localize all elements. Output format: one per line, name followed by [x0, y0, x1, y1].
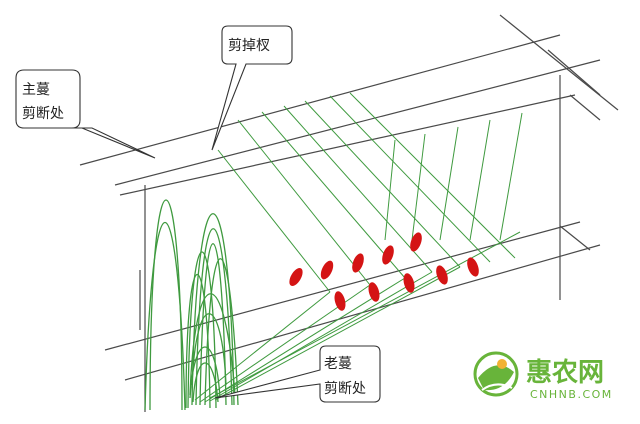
fruit: [410, 232, 422, 252]
top-wire-mid: [114, 59, 601, 186]
fruit: [320, 260, 334, 280]
bottom-right-connector: [559, 225, 591, 251]
fruit-cluster: [289, 232, 479, 311]
corner-diagonal: [547, 49, 601, 96]
top-wire-back: [79, 34, 561, 166]
upright-vines: [384, 112, 523, 241]
fruit: [403, 273, 415, 293]
fruit: [467, 257, 479, 277]
callout-prune-branch: 剪掉杈: [211, 25, 293, 151]
main-vine-cut-line1: 主蔓: [22, 82, 50, 98]
top-right-diagonal: [499, 14, 619, 111]
main-vine-arches: [144, 199, 239, 411]
fruit: [289, 267, 303, 287]
fruit: [352, 253, 364, 273]
logo-mark-icon: [473, 351, 519, 397]
callout-main-vine-cut: 主蔓 剪断处: [15, 69, 156, 159]
logo-domain: CNHNB.COM: [530, 388, 613, 401]
top-wire-front: [119, 94, 576, 196]
callout-old-vine-cut: 老蔓 剪断处: [214, 345, 381, 403]
logo-watermark: 惠农网 CNHNB.COM: [473, 351, 613, 401]
old-vine-cut-line1: 老蔓: [324, 356, 352, 372]
logo-name: 惠农网: [526, 358, 604, 388]
main-vine-cut-line2: 剪断处: [22, 106, 64, 122]
fruit: [382, 245, 394, 265]
diagonal-vines: [217, 92, 516, 293]
old-vine-cut-line2: 剪断处: [324, 381, 366, 397]
fruit: [436, 265, 448, 285]
fruit: [334, 291, 346, 311]
fruit: [368, 282, 380, 302]
top-rail-connector: [569, 94, 601, 121]
prune-branch-label: 剪掉杈: [228, 38, 270, 54]
